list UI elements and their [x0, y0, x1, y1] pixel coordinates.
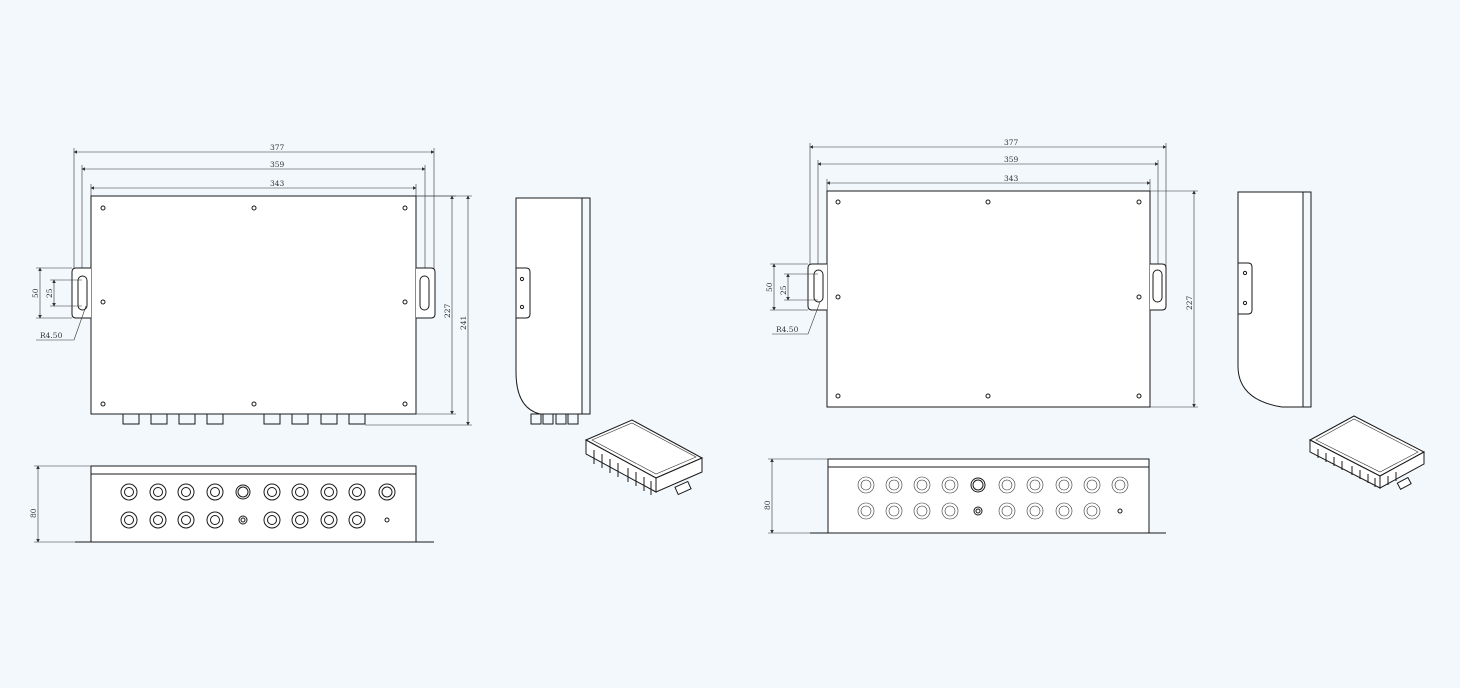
left-front-height-dimension: 80 [29, 465, 91, 543]
left-bottom-connector-stubs [122, 413, 366, 425]
right-mounting-bracket-left [807, 263, 827, 311]
left-width-body-dimension: 343 [90, 179, 417, 196]
left-slot-dimensions: 50 25 R4.50 [31, 267, 87, 341]
right-width-body-dimension: 343 [826, 174, 1151, 191]
right-width-overall-label: 377 [1004, 138, 1019, 147]
left-enclosure-top-body [90, 195, 417, 415]
right-height-body-label: 227 [1185, 295, 1194, 310]
right-drawing: 377 359 343 [763, 138, 1426, 534]
left-top-view: 377 359 343 [31, 143, 472, 426]
right-height-body-dimension: 227 [1150, 190, 1198, 408]
left-height-overall-dimension: 241 [365, 195, 472, 426]
right-width-body-label: 343 [1004, 174, 1019, 183]
left-width-brackets-label: 359 [270, 160, 285, 169]
left-side-view [515, 197, 591, 425]
left-slot-length-label: 25 [45, 288, 54, 298]
left-height-overall-label: 241 [459, 316, 468, 330]
right-cable-glands [857, 476, 1129, 520]
right-front-height-dimension: 80 [763, 458, 828, 534]
right-width-brackets-dimension: 359 [817, 155, 1159, 276]
right-mounting-bracket-right [1150, 263, 1167, 311]
right-isometric-view [1308, 415, 1426, 491]
right-front-view: 80 [763, 458, 1166, 534]
left-mounting-bracket-left [71, 267, 91, 319]
left-cable-glands [120, 483, 396, 529]
right-enclosure-top-body [826, 190, 1151, 408]
left-front-view: 80 [29, 465, 434, 543]
right-slot-dimensions: 50 25 R4.50 [765, 263, 821, 335]
right-width-brackets-label: 359 [1004, 155, 1019, 164]
left-slot-radius-label: R4.50 [40, 331, 63, 340]
left-mounting-bracket-right [416, 267, 436, 319]
left-top-screw-holes [100, 205, 408, 407]
right-side-view [1237, 191, 1312, 408]
left-slot-spacing-label: 50 [31, 288, 40, 298]
right-top-view: 377 359 343 [765, 138, 1198, 408]
left-width-brackets-dimension: 359 [81, 160, 426, 280]
right-front-height-label: 80 [763, 500, 772, 510]
left-width-body-label: 343 [270, 179, 285, 188]
left-drawing: 377 359 343 [29, 143, 704, 543]
left-width-overall-label: 377 [270, 143, 285, 152]
left-height-body-label: 227 [443, 303, 452, 318]
right-top-screw-holes [835, 199, 1142, 399]
left-front-height-label: 80 [29, 508, 38, 518]
right-slot-length-label: 25 [779, 285, 788, 295]
right-slot-radius-label: R4.50 [776, 325, 799, 334]
left-isometric-view [584, 419, 704, 496]
right-slot-spacing-label: 50 [765, 282, 774, 292]
